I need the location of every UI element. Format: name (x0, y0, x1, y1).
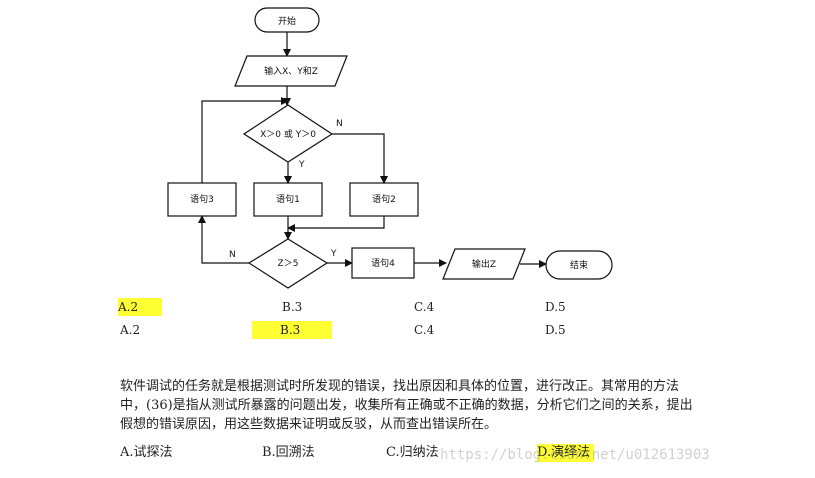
condition2-diamond (247, 238, 329, 289)
start-label: 开始 (278, 15, 296, 27)
output-parallelogram (442, 248, 526, 280)
condition2-yes-label: Y (330, 249, 337, 259)
stmt1-label: 语句1 (276, 193, 300, 205)
condition2-label: Z＞5 (278, 259, 299, 269)
q35-row2-option-d: D.5 (545, 323, 566, 337)
q35-row2-option-b: B.3 (252, 321, 332, 339)
q36-option-a: A.试探法 (120, 445, 173, 460)
stmt2-label: 语句2 (372, 193, 396, 205)
stmt3-label: 语句3 (190, 193, 214, 205)
q35-row1-option-d: D.5 (545, 300, 566, 314)
end-label: 结束 (570, 259, 588, 271)
q35-row1-option-b: B.3 (282, 300, 303, 314)
q36-option-d: D.演绎法 (537, 444, 595, 462)
q35-row2-option-c: C.4 (414, 323, 435, 337)
stmt4-label: 语句4 (371, 257, 395, 269)
watermark: https://blog.csdn.net/u012613903 (440, 447, 710, 463)
output-label: 输出Z (472, 258, 496, 270)
q35-row1-option-a: A.2 (118, 298, 162, 316)
q36-option-b: B.回溯法 (262, 445, 315, 460)
flowchart: 开始 输入X、Y和Z X＞0 或 Y＞0 N Y 语句1 语句2 语句3 Z＞5… (167, 7, 613, 289)
q36-question-text: 软件调试的任务就是根据测试时所发现的错误，找出原因和具体的位置，进行改正。其常用… (120, 379, 693, 432)
input-label: 输入X、Y和Z (264, 65, 318, 77)
q36-option-c: C.归纳法 (386, 445, 439, 460)
condition1-yes-label: Y (298, 160, 305, 170)
condition2-no-label: N (229, 250, 236, 260)
condition1-no-label: N (336, 119, 343, 129)
condition1-label: X＞0 或 Y＞0 (260, 128, 316, 140)
q35-row1-option-c: C.4 (414, 300, 435, 314)
q35-row2-option-a: A.2 (120, 323, 141, 337)
input-parallelogram (234, 55, 348, 87)
